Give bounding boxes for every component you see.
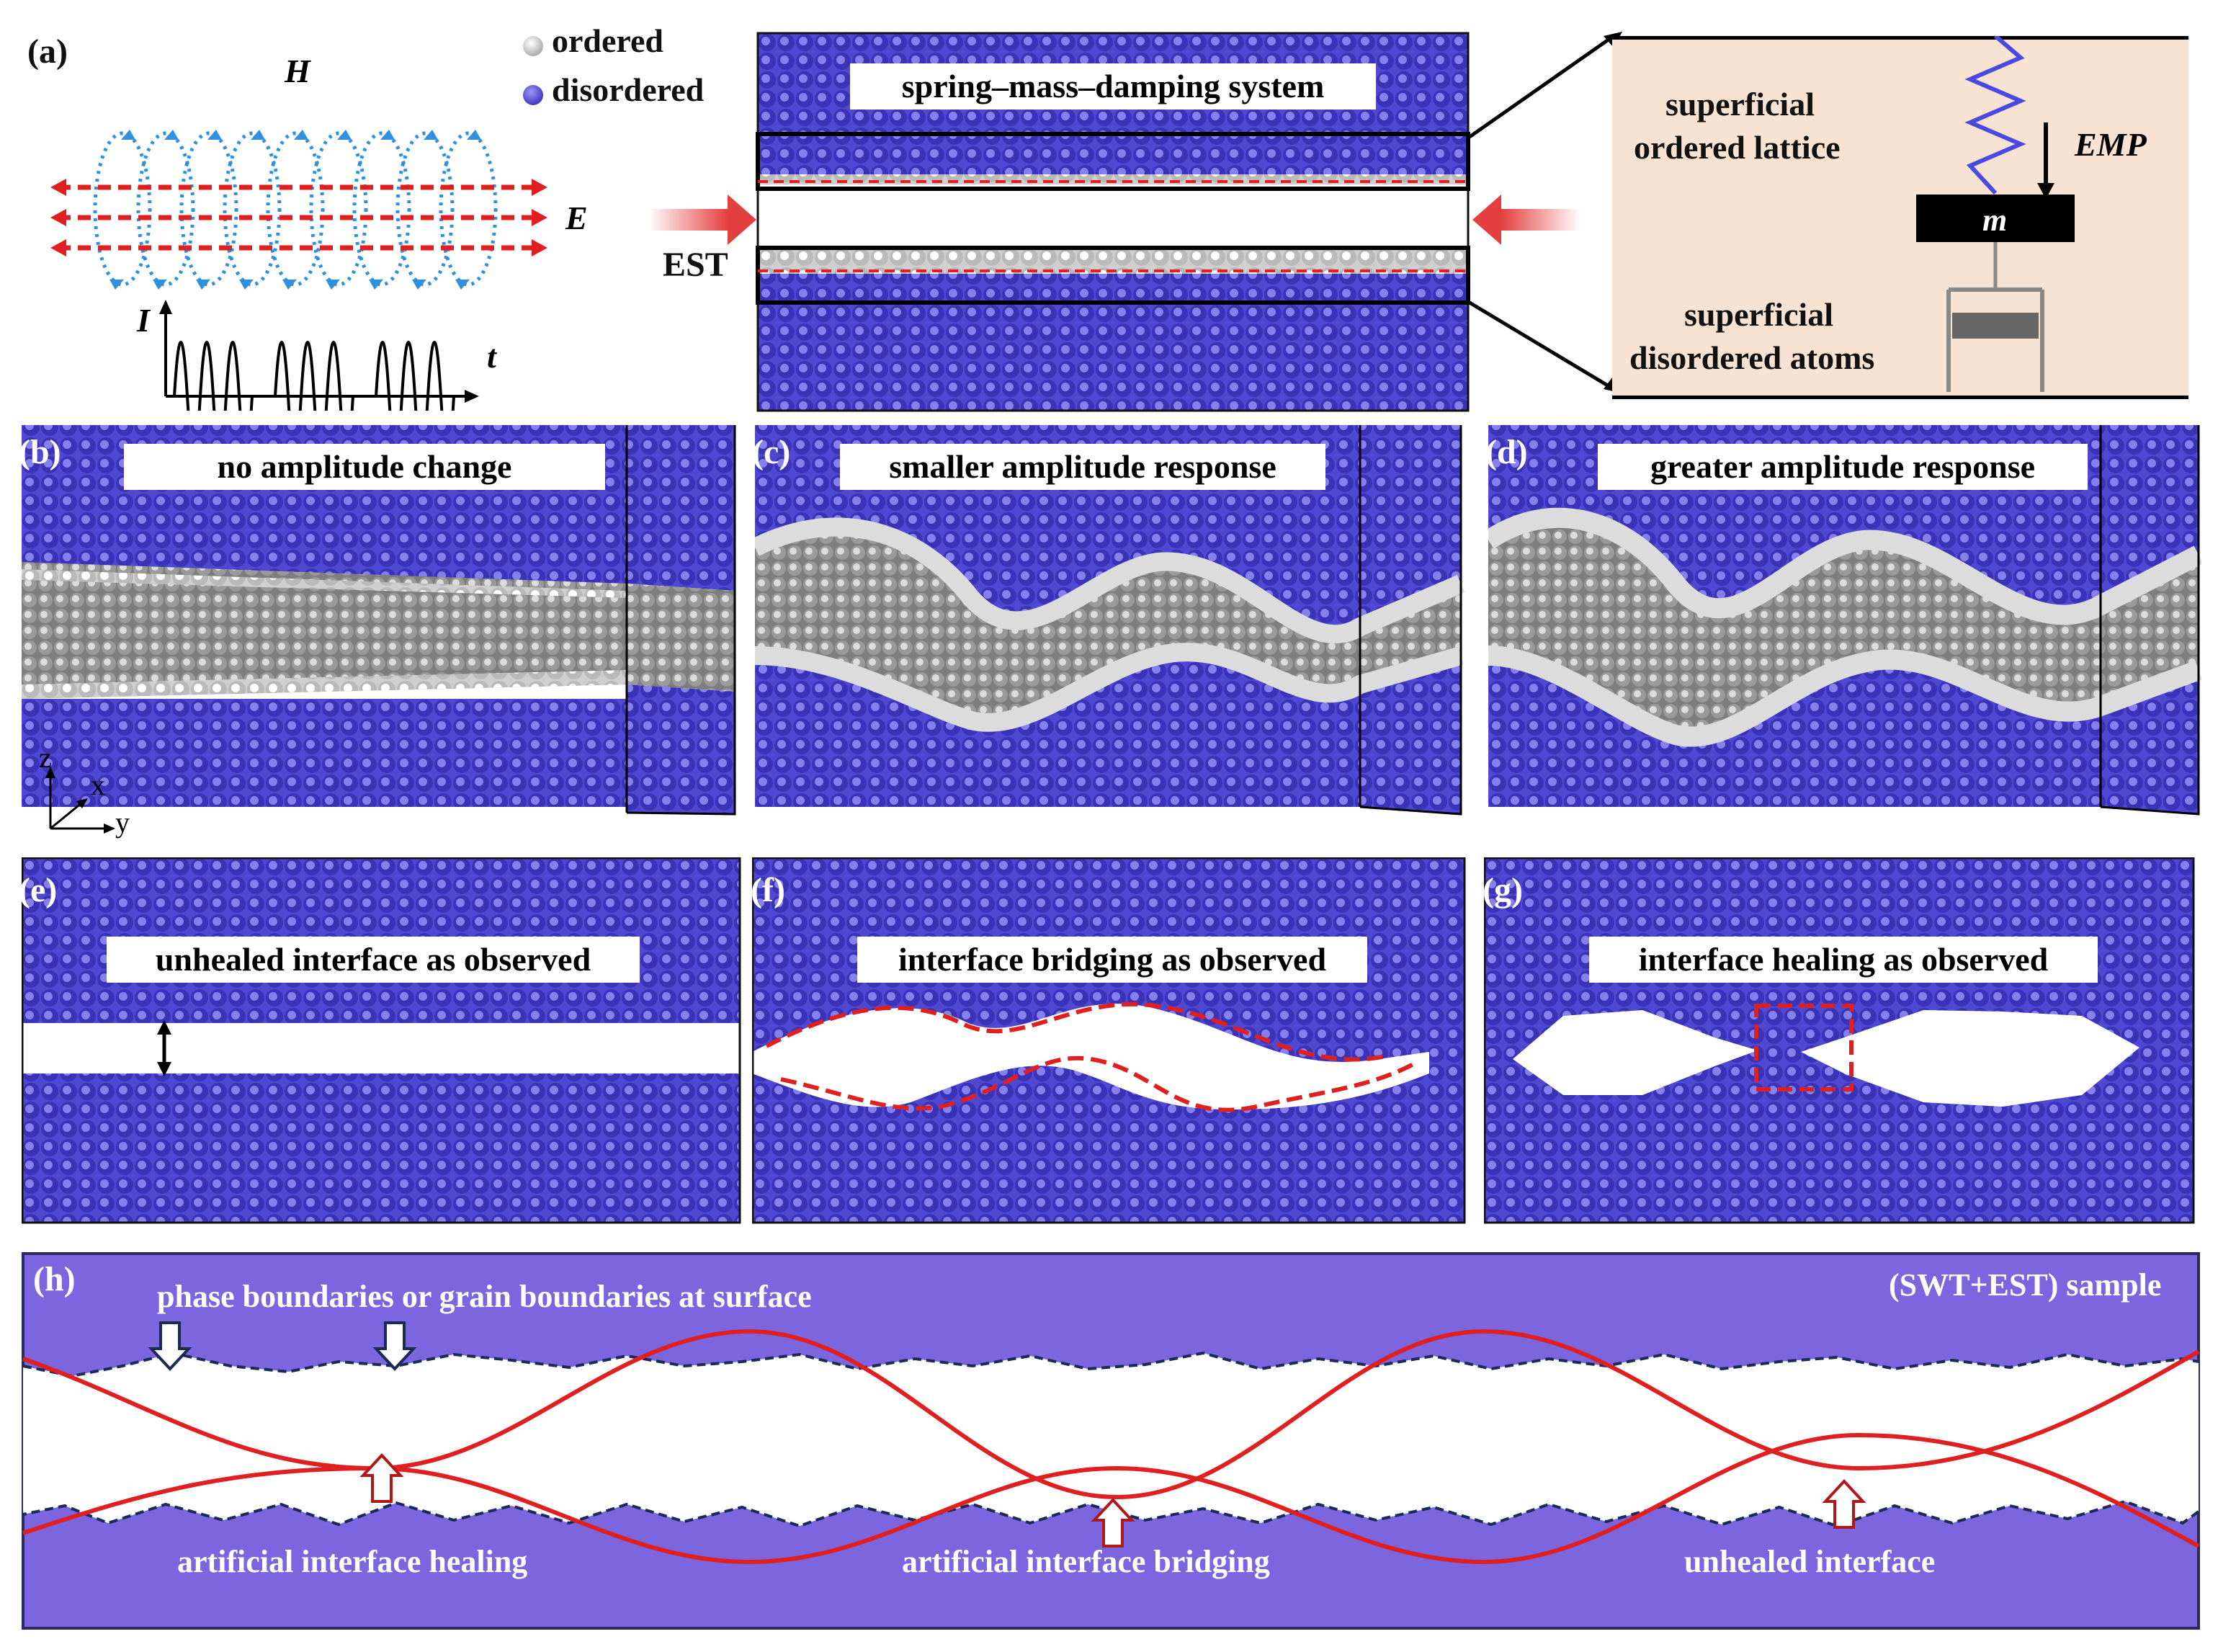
panel-h-render (22, 1252, 2200, 1630)
superficial-disordered-label-1: superficial (1684, 296, 1833, 333)
magnetic-loop (309, 131, 368, 287)
panel-h-bottom-3: unhealed interface (1684, 1544, 1936, 1579)
boundary-arrow-icon (148, 1321, 192, 1371)
panel-h-sample: (SWT+EST) sample (1889, 1267, 2162, 1303)
label-t: t (487, 338, 496, 375)
field-diagram (50, 130, 547, 411)
magnetic-loop (395, 131, 455, 287)
magnetic-loop (352, 131, 411, 287)
legend-disordered-marker (523, 85, 543, 105)
panel-label-d: (d) (1485, 433, 1528, 471)
panel-f-render (752, 857, 1466, 1224)
panel-label-e: (e) (19, 871, 58, 909)
magnetic-loop (439, 131, 498, 287)
est-arrow-right (1472, 195, 1580, 245)
superficial-disordered-label-2: disordered atoms (1629, 339, 1875, 376)
healing-arrow-icon (359, 1453, 404, 1503)
panel-f-caption: interface bridging as observed (857, 937, 1367, 983)
mass-block (1916, 195, 2075, 242)
est-label: EST (663, 246, 728, 284)
panel-h-top-text: phase boundaries or grain boundaries at … (157, 1279, 812, 1314)
zoom-lines (1468, 32, 1622, 393)
panel-b-caption: no amplitude change (124, 444, 605, 490)
legend-disordered-label: disordered (552, 71, 705, 108)
panel-label-f: (f) (751, 871, 785, 909)
panel-h-bottom-2: artificial interface bridging (902, 1544, 1270, 1579)
panel-label-h: (h) (33, 1260, 76, 1298)
axis-triad (45, 767, 115, 834)
magnetic-loop (179, 131, 238, 287)
magnetic-loop (93, 131, 152, 287)
damper (1946, 287, 2044, 392)
healing-region-box (1754, 1004, 1853, 1091)
superficial-ordered-label-1: superficial (1665, 86, 1815, 122)
axis-x: x (91, 769, 105, 801)
panel-h-bottom-1: artificial interface healing (177, 1544, 528, 1579)
mass-label: m (1982, 202, 2008, 238)
panel-label-g: (g) (1483, 871, 1523, 909)
panel-c-caption: smaller amplitude response (840, 444, 1325, 490)
axis-z: z (39, 741, 52, 774)
legend-ordered-marker (523, 36, 543, 56)
spring-mass-damper (1916, 36, 2075, 392)
panel-d-caption: greater amplitude response (1598, 444, 2088, 490)
superficial-ordered-label-2: ordered lattice (1634, 129, 1841, 166)
magnetic-loop (266, 131, 325, 287)
panel-g-caption: interface healing as observed (1589, 937, 2098, 983)
emp-label: EMP (2075, 126, 2147, 163)
est-arrow-left (648, 195, 756, 245)
panel-label-a: (a) (27, 32, 68, 71)
panel-g-render (1484, 857, 2195, 1224)
magnetic-loop (223, 131, 282, 287)
panel-label-c: (c) (752, 433, 791, 471)
slab-overlay (756, 32, 1470, 412)
panel-label-b: (b) (19, 433, 61, 471)
boundary-arrow-icon (372, 1321, 417, 1371)
label-I: I (137, 302, 150, 339)
spring-mass-panel (1612, 36, 2188, 399)
magnetic-loop (136, 131, 195, 287)
current-pulse-train (173, 341, 455, 411)
spring (1964, 36, 2026, 195)
unhealed-arrow-icon (1822, 1479, 1866, 1529)
label-H: H (285, 53, 310, 89)
axis-y: y (115, 806, 130, 839)
lower-interface-curve (780, 1055, 1416, 1112)
label-E: E (565, 200, 588, 236)
panel-e-caption: unhealed interface as observed (107, 937, 640, 983)
panel-e-render (22, 857, 741, 1224)
system-title: spring–mass–damping system (850, 63, 1376, 110)
legend-ordered-label: ordered (552, 22, 664, 59)
bridging-arrow-icon (1091, 1498, 1135, 1548)
